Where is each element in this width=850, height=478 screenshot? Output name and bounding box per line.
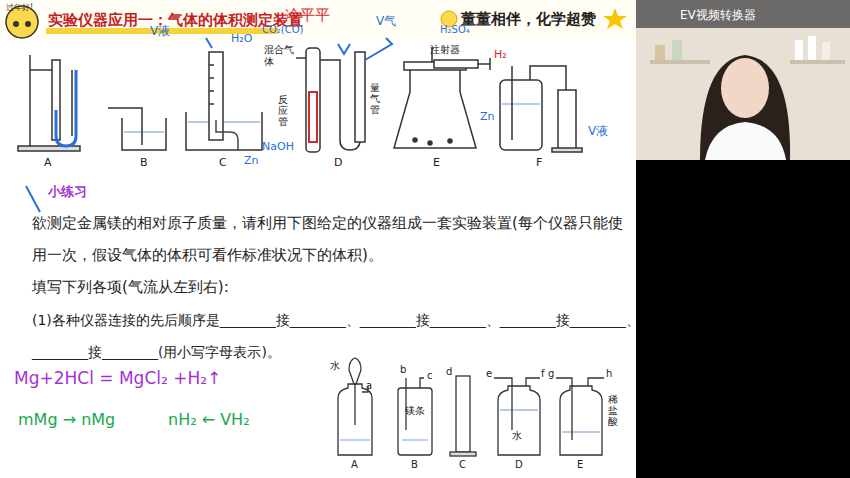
part-name: 注射器 <box>430 44 460 56</box>
part-name: 水 <box>512 430 522 442</box>
part-name: 镁条 <box>405 405 425 417</box>
figure-letter: D <box>334 156 342 169</box>
apparatus-d <box>296 38 392 152</box>
handwritten-note: H₂ <box>494 48 507 61</box>
question-text: ________接________(用小写字母表示)。 <box>32 344 281 361</box>
port-letter: h <box>606 368 612 380</box>
handwritten-note: mMg → nMg <box>18 410 115 429</box>
part-name: 水 <box>330 360 340 372</box>
part-name: 量气管 <box>370 82 380 115</box>
figure-letter: B <box>140 156 148 169</box>
apparatus-bottom-c <box>450 376 476 456</box>
exercise-tag: 小练习 <box>48 184 87 200</box>
question-text: 欲测定金属镁的相对原子质量，请利用下图给定的仪器组成一套实验装置(每个仪器只能使… <box>32 207 630 271</box>
part-name: 稀盐酸 <box>608 394 618 427</box>
handwritten-note: V液 <box>150 24 170 38</box>
port-letter: d <box>446 366 452 378</box>
question-text: (1)各种仪器连接的先后顺序是________接________、_______… <box>32 312 640 329</box>
figure-letter: C <box>219 156 227 169</box>
apparatus-c <box>186 38 262 150</box>
port-letter: c <box>427 370 433 382</box>
port-letter: b <box>400 364 406 376</box>
handwritten-note: CO₂(CO) <box>262 24 304 36</box>
handwritten-note: V气 <box>376 14 396 28</box>
handwritten-note: Zn <box>480 110 495 123</box>
pen-mark <box>26 186 40 212</box>
header-band <box>0 0 636 40</box>
handwritten-note: V液 <box>588 124 608 138</box>
port-letter: g <box>548 368 554 380</box>
apparatus-bottom-e <box>556 378 604 455</box>
figure-letter: A <box>44 156 52 169</box>
figure-letter: D <box>515 459 523 471</box>
figure-letter: B <box>411 459 418 471</box>
figure-letter: C <box>459 459 466 471</box>
handwritten-note: nH₂ ← VH₂ <box>168 410 250 429</box>
figure-letter: F <box>536 156 542 169</box>
figure-letter: E <box>433 156 440 169</box>
logo-text: 过年好! <box>6 3 33 13</box>
handwritten-note: Zn <box>244 154 259 167</box>
app-title: EV视频转换器 <box>680 8 756 22</box>
figure-letter: E <box>577 459 583 471</box>
question-text: 填写下列各项(气流从左到右): <box>32 278 229 296</box>
slogan: 董董相伴，化学超赞 <box>461 10 596 28</box>
apparatus-f <box>500 66 582 152</box>
port-letter: f <box>541 368 545 380</box>
apparatus-b <box>108 108 166 150</box>
webcam-video <box>636 0 850 478</box>
apparatus-e <box>394 48 490 148</box>
handwritten-note: H₂SO₄ <box>440 24 470 36</box>
port-letter: e <box>486 368 492 380</box>
apparatus-bottom-b <box>398 378 432 455</box>
figure-letter: A <box>351 459 358 471</box>
part-name: 混合气体 <box>264 44 294 68</box>
star-icon <box>603 8 627 29</box>
handwritten-note: NaOH <box>262 140 294 153</box>
apparatus-bottom-d <box>494 378 540 455</box>
apparatus-bottom-a <box>338 358 372 455</box>
handwritten-note: H₂O <box>231 32 252 45</box>
handwritten-equation: Mg+2HCl = MgCl₂ +H₂↑ <box>14 368 221 388</box>
apparatus-a <box>18 55 80 151</box>
slide-ground <box>0 0 636 478</box>
handwritten-note: 冷平平 <box>285 6 330 24</box>
part-name: 反应管 <box>278 94 288 127</box>
port-letter: a <box>366 380 372 392</box>
